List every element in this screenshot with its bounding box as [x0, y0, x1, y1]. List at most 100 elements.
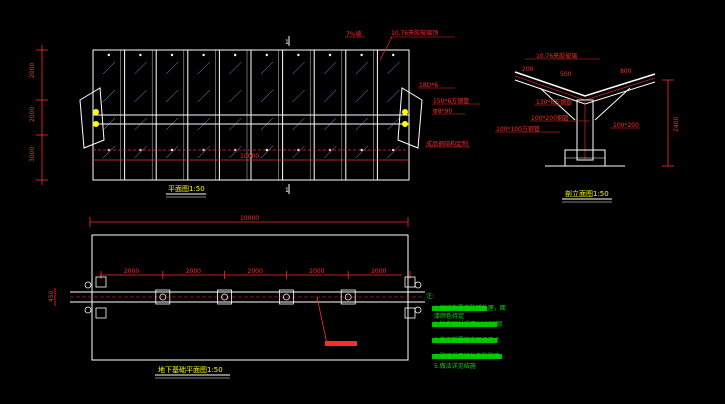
foundation-pad	[155, 289, 171, 305]
elevation-mid-label-3: 100*200	[613, 122, 639, 129]
plan-glass-hatch	[292, 145, 305, 159]
plan-glass-hatch	[102, 145, 116, 159]
foundation-left-end	[84, 276, 107, 319]
foundation-title: 地下基础平面图1:50	[158, 365, 223, 374]
plan-glass-hatch	[166, 61, 179, 75]
plan-glass-hatch	[324, 89, 337, 103]
plan-side-dim-2: 2000	[29, 107, 36, 122]
plan-glass-hatch	[229, 61, 242, 75]
elevation-mid-label-2: 100*200钢管	[531, 114, 569, 122]
foundation-spacing-label: 2000	[248, 268, 263, 275]
plan-bolt	[328, 53, 332, 57]
plan-glass-hatch	[197, 145, 210, 159]
foundation-pad-bolt	[159, 293, 167, 301]
foundation-pad-bolt	[282, 293, 290, 301]
plan-left-bracket	[79, 87, 105, 149]
plan-bolt	[170, 148, 174, 152]
plan-label-beam: 18D*6	[419, 82, 438, 89]
note-item-2: 漆颜色待定	[434, 312, 464, 320]
foundation-spacing-label: 2000	[124, 268, 139, 275]
plan-bolt	[234, 53, 237, 57]
plan-view: 10000 1 1 2000 2000 3000 7%坡 10.76夹胶玻璃顶 …	[29, 29, 480, 198]
plan-glass-hatch	[324, 145, 337, 159]
plan-glass-hatch	[387, 61, 400, 75]
plan-bolt	[170, 53, 174, 57]
notes-header: 注:	[426, 292, 434, 300]
foundation-spacing-label: 2000	[186, 268, 201, 275]
plan-bolt	[297, 53, 300, 57]
note-item-6: 5.做法详见结施	[434, 362, 476, 370]
plan-glass-hatch	[324, 61, 337, 75]
plan-glass-hatch	[134, 145, 147, 159]
plan-glass-hatch	[166, 145, 179, 159]
plan-section-mark-bottom: 1	[285, 187, 289, 194]
foundation-pads	[155, 289, 356, 305]
plan-side-dim-3: 3000	[29, 147, 36, 162]
foundation-view: 10000 2000 2000 2000 2000 2000 450	[48, 215, 425, 379]
plan-glass-hatch	[387, 145, 400, 159]
plan-bolt	[360, 148, 363, 152]
plan-bolt	[265, 148, 268, 152]
note-item-5: 4.玻璃采用钢化夹胶玻璃	[434, 352, 500, 360]
plan-glass-hatch	[355, 89, 368, 103]
foundation-leader-tag	[325, 341, 357, 346]
plan-bolt	[139, 53, 142, 57]
plan-bolt	[107, 53, 111, 57]
plan-glass-hatch	[355, 61, 368, 75]
plan-label-post: Φ8*90	[433, 108, 452, 115]
plan-bolt	[392, 53, 395, 57]
plan-label-slope: 7%坡	[346, 30, 362, 38]
plan-section-mark-top: 1	[285, 39, 289, 46]
plan-glass-hatch	[197, 61, 210, 75]
plan-glass-hatch	[292, 89, 305, 103]
plan-bolt	[360, 53, 363, 57]
plan-glass-hatch	[166, 89, 179, 103]
plan-label-bottom: 成品钢结构定制	[426, 140, 468, 148]
elevation-mid-label-4: 100*100方钢管	[496, 125, 540, 133]
plan-bolt	[265, 53, 268, 57]
plan-glass-hatch	[260, 61, 274, 75]
elevation-top-label-2: 200	[522, 66, 534, 73]
plan-label-beam2: 150*6方钢管	[433, 97, 469, 105]
elevation-height-dim: 2400	[673, 117, 680, 132]
plan-glass-hatch	[260, 145, 274, 159]
plan-glass-hatch	[355, 145, 368, 159]
plan-right-bracket	[397, 87, 423, 149]
note-item-1: 1.钢结构需做防锈处理，面	[434, 304, 506, 312]
foundation-outline	[91, 234, 409, 361]
plan-glass-hatch	[134, 61, 147, 75]
plan-glass-hatch	[197, 89, 210, 103]
plan-glass-hatch	[229, 89, 242, 103]
note-item-3: 2.所有钢材采用Q235B钢	[434, 320, 502, 328]
plan-bolt	[202, 53, 205, 57]
foundation-spacing-label: 2000	[371, 268, 386, 275]
plan-glass-hatch	[102, 61, 116, 75]
foundation-spacing-dims: 2000 2000 2000 2000 2000	[100, 268, 411, 279]
plan-side-dim-1: 2000	[29, 63, 36, 78]
foundation-side-dim: 450	[48, 290, 55, 302]
plan-label-glass: 10.76夹胶玻璃顶	[391, 29, 438, 37]
foundation-spacing-label: 2000	[309, 268, 324, 275]
plan-glass-hatch	[387, 89, 400, 103]
plan-bottom-dimension: 10000	[240, 153, 259, 160]
elevation-top-label-1: 10.76夹胶玻璃	[536, 52, 577, 60]
foundation-pad-bolt	[221, 293, 229, 301]
plan-glass-hatch	[260, 89, 274, 103]
elevation-view: 2400 10.76夹胶玻璃 200 500 800 130*8方钢管 100*…	[495, 52, 680, 203]
elevation-top-label-4: 800	[620, 68, 632, 75]
foundation-pad-bolt	[344, 293, 352, 301]
foundation-right-end	[404, 276, 422, 319]
plan-glass-hatch	[102, 89, 116, 103]
foundation-pad	[217, 289, 233, 305]
notes-block: 注: 1.钢结构需做防锈处理，面 漆颜色待定 2.所有钢材采用Q235B钢 3.…	[426, 292, 506, 370]
plan-glass-hatch	[292, 61, 305, 75]
foundation-overall-dim: 10000	[240, 215, 259, 222]
elevation-top-label-3: 500	[560, 71, 572, 78]
foundation-pad	[278, 289, 294, 305]
foundation-pad	[340, 289, 356, 305]
note-item-4: 3.施工前需核实现场尺寸	[434, 336, 500, 344]
plan-glass-hatch	[229, 145, 242, 159]
elevation-mid-label-1: 130*8方钢管	[536, 98, 572, 106]
plan-glass-hatch	[134, 89, 147, 103]
